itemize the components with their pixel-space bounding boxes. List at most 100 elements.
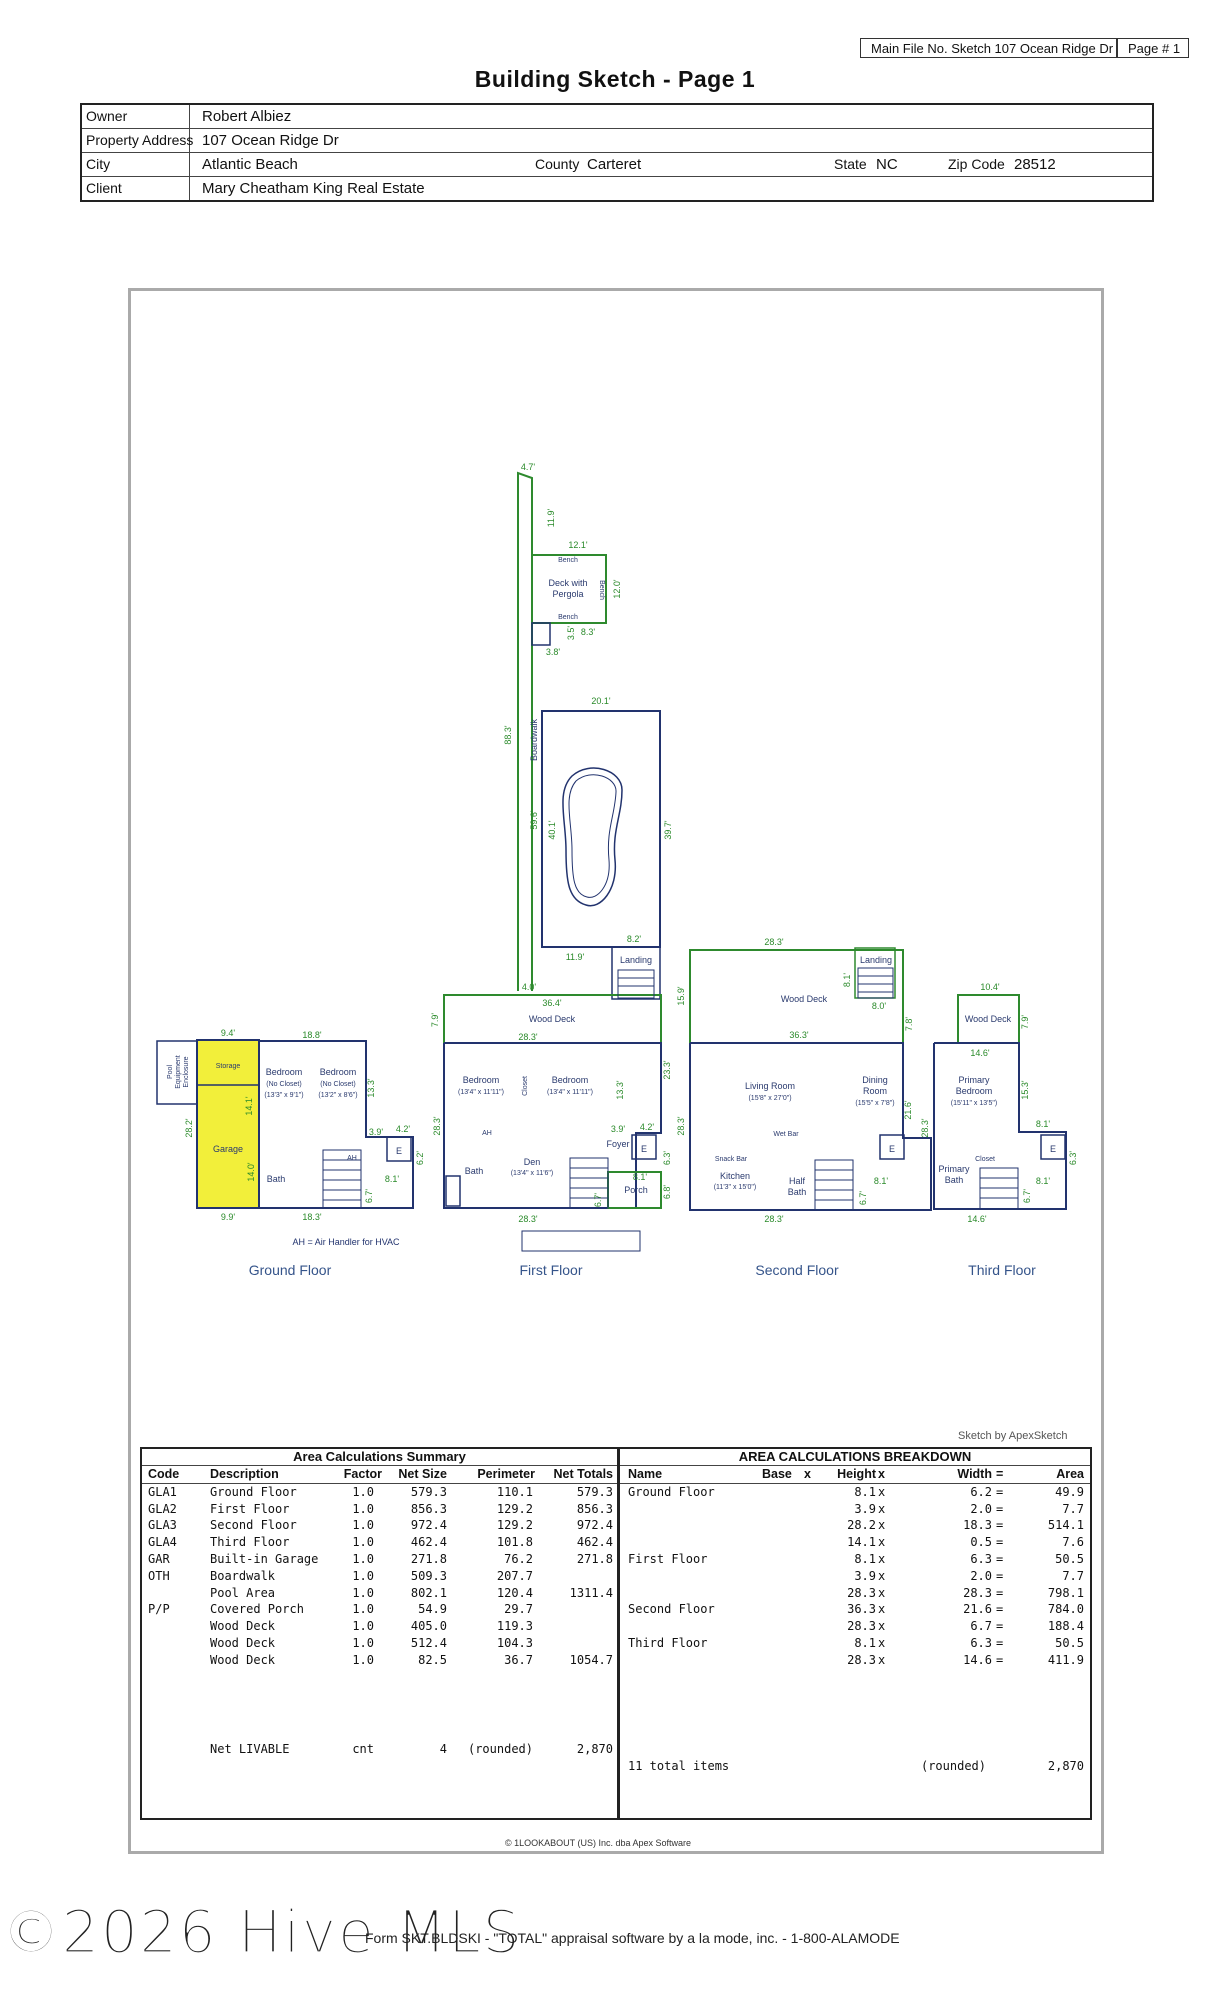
summary-cell: 972.4 xyxy=(410,1518,447,1533)
svg-text:28.3': 28.3' xyxy=(432,1116,442,1136)
svg-text:7.8': 7.8' xyxy=(904,1017,914,1032)
breakdown-cell: = xyxy=(996,1551,1004,1566)
summary-cell: 856.3 xyxy=(576,1501,613,1516)
zip-label: Zip Code xyxy=(948,156,1005,172)
summary-cell: 120.4 xyxy=(496,1585,533,1600)
breakdown-cell: 36.3 xyxy=(847,1602,876,1617)
breakdown-cell: 18.3 xyxy=(963,1518,992,1533)
svg-text:(13'4" x 11'6"): (13'4" x 11'6") xyxy=(511,1170,554,1177)
breakdown-table: AREA CALCULATIONS BREAKDOWN Name Base x … xyxy=(620,1449,1090,1818)
breakdown-cell: 2.0 xyxy=(970,1568,992,1583)
breakdown-cell: 2.0 xyxy=(970,1501,992,1516)
pool-landing xyxy=(611,946,661,1000)
breakdown-cell: 0.5 xyxy=(970,1535,992,1550)
snack-bar-label: Snack Bar xyxy=(715,1156,748,1163)
ah-note: AH = Air Handler for HVAC xyxy=(292,1237,400,1247)
breakdown-cell: = xyxy=(996,1501,1004,1516)
breakdown-cell: 6.3 xyxy=(970,1635,992,1650)
second-floor-outline xyxy=(689,1042,932,1211)
summary-cell: GLA1 xyxy=(148,1484,177,1499)
summary-cell: Covered Porch xyxy=(210,1602,304,1617)
summary-cell: 129.2 xyxy=(496,1518,533,1533)
breakdown-cell: 28.3 xyxy=(847,1585,876,1600)
svg-text:8.1': 8.1' xyxy=(842,973,852,988)
half-bath-label: Half xyxy=(789,1176,806,1186)
third-floor-outline xyxy=(933,1042,1067,1210)
summary-cell: 462.4 xyxy=(410,1535,447,1550)
ground-bedroom-2: Bedroom xyxy=(320,1067,357,1077)
svg-text:4.2': 4.2' xyxy=(640,1122,655,1132)
summary-cell: 1.0 xyxy=(352,1518,374,1533)
svg-text:20.1': 20.1' xyxy=(591,696,611,706)
second-landing-label: Landing xyxy=(860,955,892,965)
svg-text:8.1': 8.1' xyxy=(385,1174,400,1184)
breakdown-cell: 8.1 xyxy=(854,1484,876,1499)
svg-text:7.9': 7.9' xyxy=(1020,1015,1030,1030)
svg-text:8.0': 8.0' xyxy=(872,1001,887,1011)
summary-cell: 76.2 xyxy=(504,1551,533,1566)
primary-bath-label: Primary xyxy=(939,1164,970,1174)
svg-text:9.9': 9.9' xyxy=(221,1212,236,1222)
summary-cell: Built-in Garage xyxy=(210,1551,319,1566)
svg-text:(13'4" x 11'11"): (13'4" x 11'11") xyxy=(547,1089,593,1096)
summary-cell: First Floor xyxy=(210,1501,290,1516)
svg-text:3.8': 3.8' xyxy=(546,647,561,657)
summary-cell: P/P xyxy=(148,1602,170,1617)
breakdown-cell: 14.6 xyxy=(963,1652,992,1667)
boardwalk-outline xyxy=(517,471,533,991)
svg-text:(15'5" x 7'8"): (15'5" x 7'8") xyxy=(855,1100,894,1107)
svg-text:Bedroom: Bedroom xyxy=(956,1086,993,1096)
svg-text:88.3': 88.3' xyxy=(503,725,513,745)
summary-cell: GLA4 xyxy=(148,1535,177,1550)
svg-text:6.3': 6.3' xyxy=(662,1151,672,1166)
svg-text:15.9': 15.9' xyxy=(676,986,686,1006)
page-number: Page # 1 xyxy=(1117,38,1189,58)
svg-text:6.7': 6.7' xyxy=(858,1191,868,1206)
summary-cell: 110.1 xyxy=(496,1484,533,1499)
wet-bar-label: Wet Bar xyxy=(773,1131,799,1138)
breakdown-cell: = xyxy=(996,1602,1004,1617)
svg-text:14.6': 14.6' xyxy=(970,1048,990,1058)
svg-text:(15'11" x 13'5"): (15'11" x 13'5") xyxy=(951,1100,997,1107)
summary-cell: 1.0 xyxy=(352,1501,374,1516)
breakdown-cell: 8.1 xyxy=(854,1635,876,1650)
summary-cell: 1.0 xyxy=(352,1585,374,1600)
breakdown-cell: Ground Floor xyxy=(628,1484,715,1499)
summary-cell: 1.0 xyxy=(352,1635,374,1650)
svg-text:13.3': 13.3' xyxy=(366,1078,376,1098)
breakdown-cell: = xyxy=(996,1585,1004,1600)
kitchen-label: Kitchen xyxy=(720,1171,750,1181)
summary-cell: 1.0 xyxy=(352,1602,374,1617)
svg-text:(13'4" x 11'11"): (13'4" x 11'11") xyxy=(458,1089,504,1096)
first-bedroom-2: Bedroom xyxy=(552,1075,589,1085)
summary-cell: 462.4 xyxy=(576,1535,613,1550)
svg-text:6.7': 6.7' xyxy=(593,1193,603,1208)
area-calculations: Area Calculations Summary Code Descripti… xyxy=(140,1447,1092,1820)
first-ah: AH xyxy=(482,1130,492,1137)
breakdown-cell: Third Floor xyxy=(628,1635,708,1650)
svg-text:8.1': 8.1' xyxy=(1036,1176,1051,1186)
breakdown-cell: 798.1 xyxy=(1047,1585,1084,1600)
svg-text:28.3': 28.3' xyxy=(676,1116,686,1136)
breakdown-cell: x xyxy=(878,1535,886,1550)
breakdown-cell: 514.1 xyxy=(1047,1518,1084,1533)
svg-text:4.2': 4.2' xyxy=(396,1124,411,1134)
pool-landing-label: Landing xyxy=(620,955,652,965)
pool-equip-label: Equipment xyxy=(175,1055,182,1089)
svg-text:(No Closet): (No Closet) xyxy=(320,1081,355,1088)
breakdown-cell: 784.0 xyxy=(1047,1602,1084,1617)
svg-text:28.3': 28.3' xyxy=(764,937,784,947)
breakdown-title: AREA CALCULATIONS BREAKDOWN xyxy=(620,1449,1090,1466)
breakdown-cell: 28.3 xyxy=(847,1619,876,1634)
svg-text:15.3': 15.3' xyxy=(1020,1080,1030,1100)
owner-label: Owner xyxy=(86,108,128,124)
svg-text:11.9': 11.9' xyxy=(566,952,585,962)
summary-cell: 54.9 xyxy=(418,1602,447,1617)
